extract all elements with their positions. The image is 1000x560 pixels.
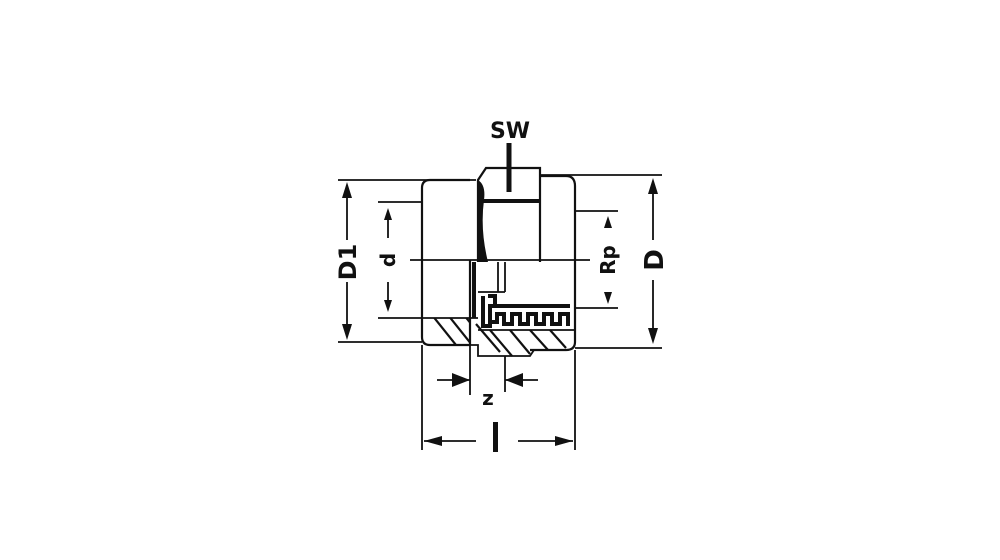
dimension-rp: Rp: [596, 216, 620, 304]
left-socket-outline: [420, 178, 470, 347]
right-hatching: [475, 323, 567, 357]
label-z: z: [482, 386, 494, 410]
left-hatching: [422, 318, 470, 345]
dimension-d: d: [376, 208, 400, 312]
fitting-body: [420, 166, 577, 357]
label-d1: D1: [334, 244, 362, 281]
dimension-d1: D1: [334, 182, 362, 340]
nut-curved-face: [478, 180, 488, 262]
thread-profile: [481, 294, 570, 328]
dimension-D: D: [640, 178, 670, 344]
dimension-lines: [338, 174, 662, 450]
label-d: d: [376, 253, 400, 267]
label-rp: Rp: [596, 245, 620, 275]
dimension-z: z: [437, 373, 538, 410]
lower-union-outline: [470, 317, 535, 357]
label-l-glyph: [493, 422, 498, 452]
label-D: D: [640, 249, 670, 271]
right-socket-outline: [530, 174, 577, 352]
dimension-l: l: [424, 422, 573, 452]
label-sw: SW: [490, 119, 530, 144]
dimension-sw: SW: [490, 119, 530, 192]
